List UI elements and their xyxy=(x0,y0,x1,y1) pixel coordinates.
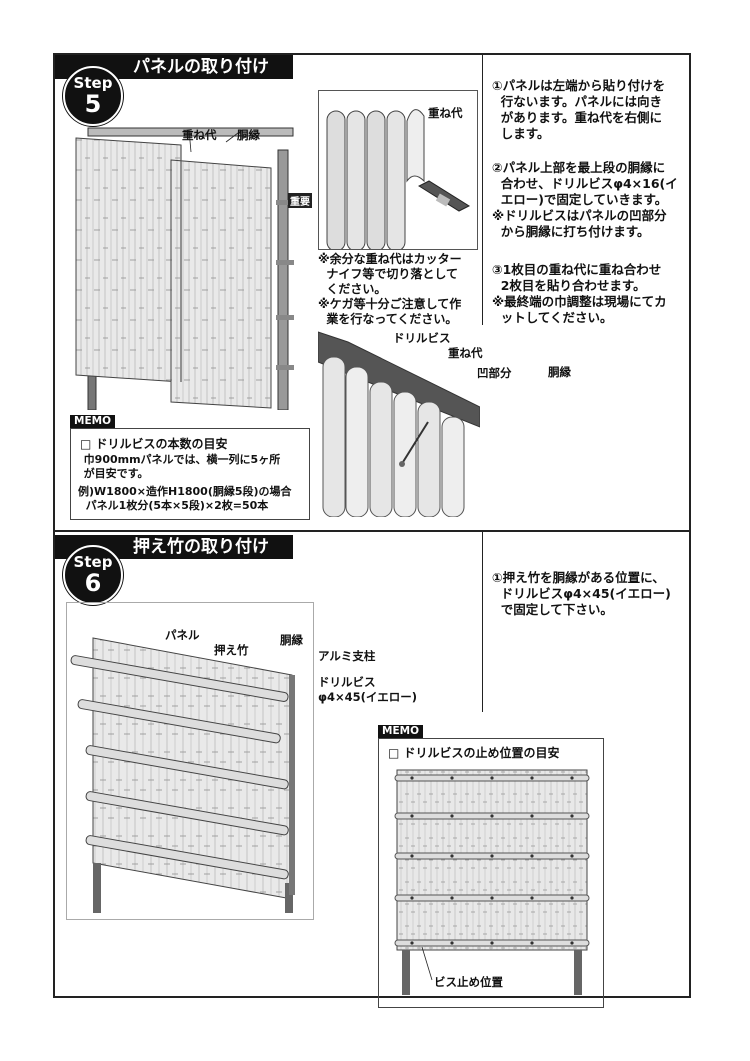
step6-divider-vertical xyxy=(482,532,483,712)
step5-fig3-label-rail: 胴縁 xyxy=(548,365,571,379)
step5-fig3-label-screw: ドリルビス xyxy=(393,331,451,345)
step6-label-rail: 胴縁 xyxy=(280,633,303,647)
step6-memo-label-positions: ビス止め位置 xyxy=(434,975,503,989)
step5-memo-box xyxy=(70,428,310,520)
step5-fig1-label-tag: 重要 xyxy=(288,193,312,208)
step6-label-post: アルミ支柱 xyxy=(318,649,376,663)
step6-badge-number: 6 xyxy=(84,569,102,597)
step5-cut-figure-box xyxy=(318,90,478,250)
step6-memo-box xyxy=(378,738,604,1008)
step6-figure-box xyxy=(66,602,314,920)
step6-label-panel: パネル xyxy=(165,628,200,642)
section-divider xyxy=(55,530,689,532)
step5-title: パネルの取り付け xyxy=(133,57,269,77)
step5-badge: Step 5 xyxy=(63,66,123,126)
step5-instruction-3: ③1枚目の重ね代に重ね合わせ 2枚目を貼り合わせます。 ※最終端の巾調整は現場に… xyxy=(492,262,667,325)
step5-fig3-label-overlap: 重ね代 xyxy=(448,346,483,360)
step5-cut-illustration xyxy=(326,109,471,249)
step5-fig1-label-rail: 胴縁 xyxy=(237,128,260,142)
step5-fig1-label-overlap: 重ね代 xyxy=(182,128,217,142)
step5-panel-illustration xyxy=(75,127,294,410)
step5-instruction-2: ②パネル上部を最上段の胴縁に 合わせ、ドリルビスφ4×16(イ エロー)で固定し… xyxy=(492,160,678,239)
step5-instruction-1: ①パネルは左端から貼り付けを 行ないます。パネルには向き があります。重ね代を右… xyxy=(492,78,666,141)
step5-badge-word: Step xyxy=(73,74,113,92)
step5-fig2-label-overlap: 重ね代 xyxy=(428,106,463,120)
step5-memo-tag: MEMO xyxy=(70,415,115,428)
step6-memo-tag: MEMO xyxy=(378,725,423,738)
step6-memo-heading: □ ドリルビスの止め位置の目安 xyxy=(388,746,560,760)
step6-label-screw: ドリルビス xyxy=(318,675,376,689)
step5-divider-vertical xyxy=(482,55,483,325)
page-frame xyxy=(53,53,691,998)
step6-label-bamboo: 押え竹 xyxy=(214,643,249,657)
step5-memo-heading: □ ドリルビスの本数の目安 xyxy=(80,437,228,451)
step6-bamboo-illustration xyxy=(70,637,295,913)
step5-memo-line2: 例)W1800×造作H1800(胴縁5段)の場合 パネル1枚分(5本×5段)×2… xyxy=(78,485,292,512)
step5-fig3-label-recess: 凹部分 xyxy=(477,366,512,380)
step5-fig2-notes: ※余分な重ね代はカッター ナイフ等で切り落として ください。 ※ケガ等十分ご注意… xyxy=(318,252,462,326)
step6-label-screw-size: φ4×45(イエロー) xyxy=(318,690,418,704)
step5-memo-line1: 巾900mmパネルでは、横一列に5ヶ所 が目安です。 xyxy=(83,453,281,480)
step6-badge: Step 6 xyxy=(63,545,123,605)
step5-badge-number: 5 xyxy=(84,90,102,118)
step5-screw-detail-illustration xyxy=(318,331,480,517)
step6-memo-illustration xyxy=(394,769,590,995)
step6-badge-word: Step xyxy=(73,553,113,571)
step6-instruction: ①押え竹を胴縁がある位置に、 ドリルビスφ4×45(イエロー) で固定して下さい… xyxy=(492,570,671,617)
step6-title: 押え竹の取り付け xyxy=(133,537,269,557)
